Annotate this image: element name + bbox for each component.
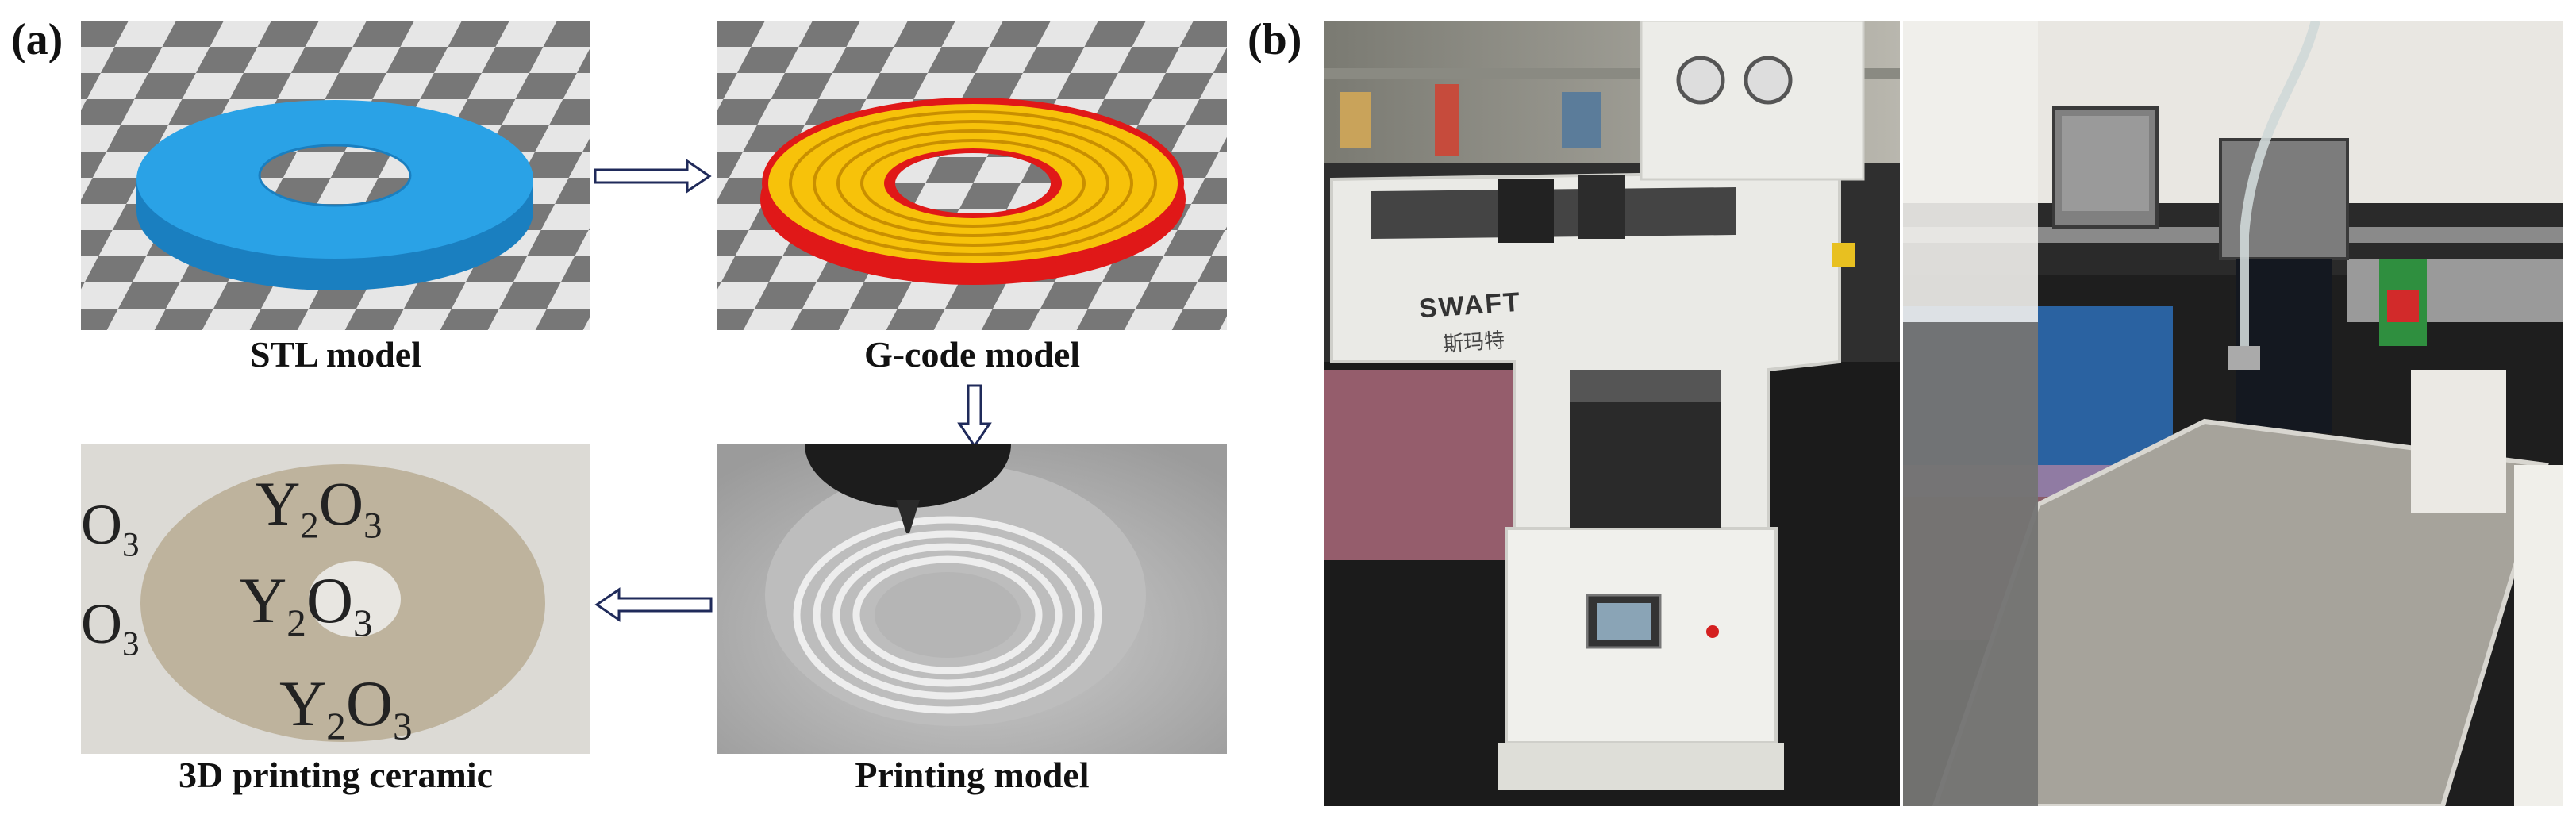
ceramic-text-4: O3: [81, 493, 140, 564]
ceramic-caption: 3D printing ceramic: [178, 755, 494, 795]
printer-photo-front: SWAFT 斯玛特: [1324, 21, 1900, 806]
printing-model-caption: Printing model: [855, 755, 1090, 795]
panel-a-label: (a): [11, 15, 63, 64]
stl-model-caption: STL model: [249, 334, 421, 375]
gcode-model-image: [717, 21, 1227, 330]
arrow-down-icon: [957, 384, 992, 448]
gcode-model-caption: G-code model: [863, 334, 1081, 375]
ceramic-text-5: O3: [81, 592, 140, 663]
ceramic-text-3: Y2O3: [279, 667, 413, 748]
ceramic-text-2: Y2O3: [240, 564, 373, 645]
panel-b-label: (b): [1248, 15, 1302, 64]
arrow-left-icon: [594, 587, 713, 622]
stl-model-image: [81, 21, 590, 330]
printing-photo: [717, 444, 1227, 754]
ceramic-text-1: Y2O3: [256, 469, 383, 547]
ceramic-photo: Y2O3 Y2O3 Y2O3 O3 O3: [81, 444, 590, 754]
printer-brand-cn: 斯玛特: [1442, 329, 1506, 357]
printer-photo-interior: [1903, 21, 2563, 806]
arrow-right-icon: [594, 159, 712, 194]
